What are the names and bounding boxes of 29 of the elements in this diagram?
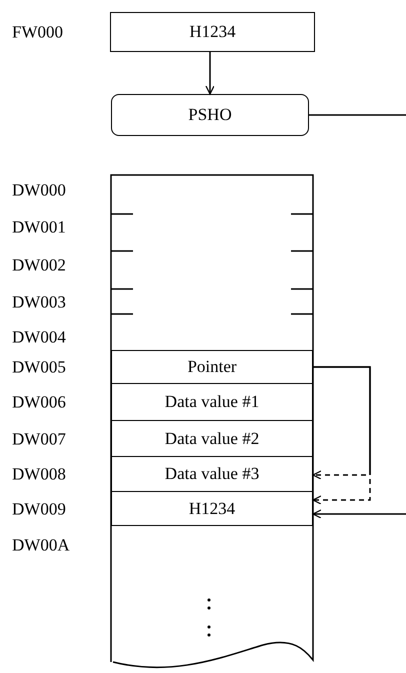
address-label: DW002 (12, 256, 66, 274)
arrow (312, 509, 406, 519)
address-label: DW008 (12, 466, 66, 482)
address-label: DW006 (12, 394, 66, 410)
cell-value: Data value #2 (164, 428, 260, 450)
memory-cell (111, 383, 313, 421)
cell-value: Data value #3 (164, 463, 260, 485)
cell-value: H1234 (188, 498, 236, 520)
arrow (312, 366, 371, 505)
address-label: DW00A (12, 536, 70, 554)
address-label: DW009 (12, 500, 66, 517)
address-label: DW007 (12, 430, 66, 447)
arrow (205, 52, 215, 95)
cell-value: Data value #1 (164, 391, 260, 413)
address-label: DW005 (12, 358, 66, 376)
address-label: DW000 (12, 182, 66, 198)
address-label: DW004 (12, 328, 66, 346)
cell-value: Pointer (187, 356, 237, 378)
memory-cell (111, 420, 313, 457)
memory-cell (110, 12, 315, 52)
instruction-box (111, 94, 309, 136)
memory-cell (111, 350, 313, 384)
address-label: DW001 (12, 218, 66, 236)
address-label: FW000 (12, 24, 63, 40)
instruction-name: PSHO (188, 104, 232, 126)
memory-cell (111, 456, 313, 492)
memory-cell (111, 491, 313, 526)
address-label: DW003 (12, 294, 66, 310)
cell-value: H1234 (189, 21, 236, 43)
